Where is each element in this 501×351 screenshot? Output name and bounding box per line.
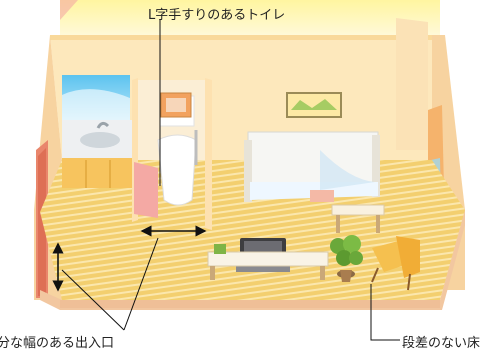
wall-pillar (396, 18, 428, 150)
entrance-callout-line-right (123, 237, 159, 331)
floor-callout-line (370, 284, 400, 341)
tv-set (207, 238, 329, 280)
potted-plant (330, 235, 363, 282)
wall-pictures (160, 92, 342, 118)
entrance-label: 分な幅のある出入口 (0, 336, 115, 351)
bed (244, 131, 380, 202)
armchair (371, 236, 420, 291)
picture-frame-right (286, 92, 342, 118)
callouts (52, 20, 400, 341)
toilet-curtain (134, 162, 158, 218)
toilet-bowl (157, 134, 197, 206)
entrance-callout-line-left (61, 269, 125, 331)
desk (331, 204, 385, 233)
kitchen-cabinet (62, 158, 134, 188)
toilet-label: L字手すりのあるトイレ (148, 8, 286, 23)
kitchen (62, 75, 134, 188)
floor-label: 段差のない床 (402, 336, 481, 351)
ceiling (60, 0, 440, 35)
small-plant (214, 244, 226, 254)
